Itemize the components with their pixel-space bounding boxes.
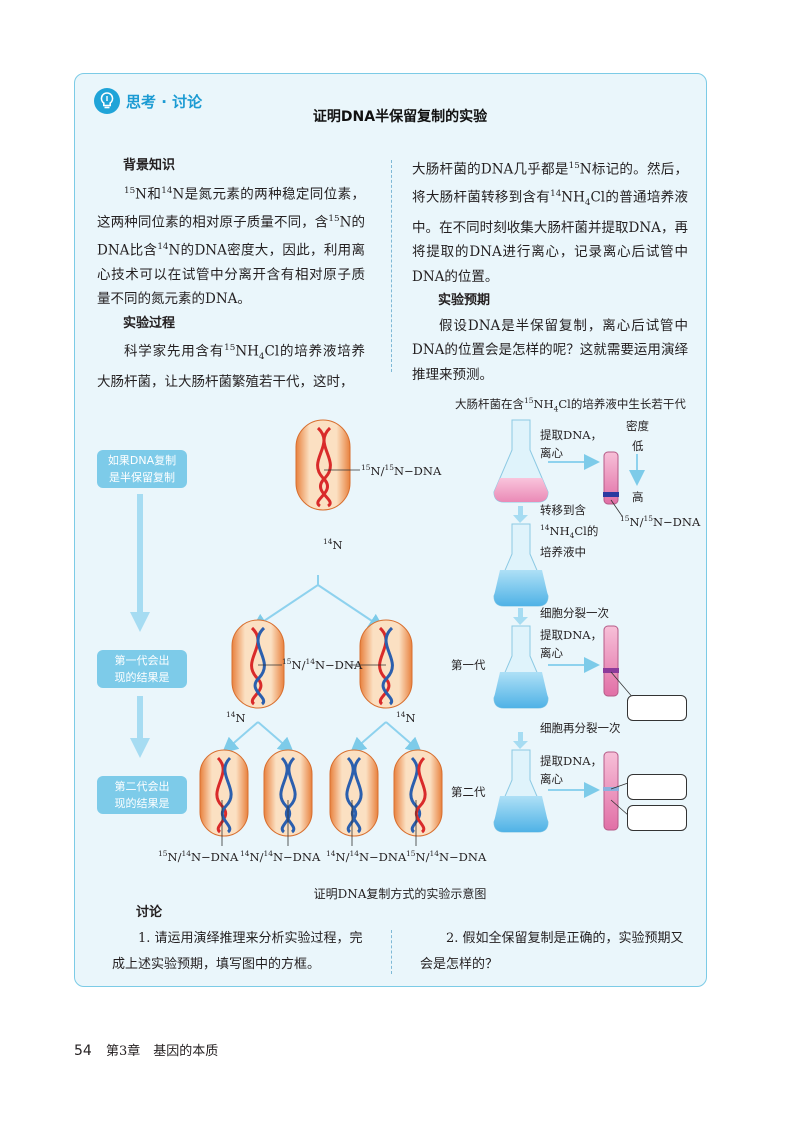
process-text: 科学家先用含有15NH4Cl的培养液培养大肠杆菌，让大肠杆菌繁殖若干代，这时， — [97, 343, 366, 390]
gen2-label: 第二代 — [451, 785, 486, 799]
section-label: 思考 · 讨论 — [126, 92, 203, 111]
gen1-answer-box[interactable] — [627, 695, 687, 721]
gen2-answer-box-top[interactable] — [627, 774, 687, 800]
gen1-result-box: 第一代会出 现的结果是 — [97, 650, 187, 688]
n14-label-left: 14N — [226, 710, 246, 725]
gen1-label: 第一代 — [451, 658, 486, 672]
branch-arrows-gen1 — [251, 575, 385, 630]
divide-once-label: 细胞分裂一次 — [540, 606, 609, 620]
density-low-label: 低 — [632, 439, 644, 453]
background-heading: 背景知识 — [123, 158, 176, 173]
gen2-dna-label-2: 14N/14N−DNA — [240, 849, 321, 864]
flask-pink — [493, 419, 549, 503]
flask-blue-gen1 — [493, 625, 549, 709]
left-column: 背景知识 15N和14N是氮元素的两种稳定同位素，这两种同位素的相对原子质量不同… — [97, 154, 365, 394]
branch-arrows-gen2 — [221, 721, 423, 754]
discussion-panel — [74, 73, 707, 987]
hybrid-dna-label: 15N/14N−DNA — [282, 657, 363, 672]
gen2-dna-label-1: 15N/14N−DNA — [158, 849, 239, 864]
process-heading: 实验过程 — [123, 315, 176, 331]
gen1-bacteria — [231, 619, 413, 709]
figure-top-label: 大肠杆菌在含15NH4Cl的培养液中生长若干代 — [455, 396, 686, 414]
density-high-label: 高 — [632, 490, 644, 504]
extract-label-2: 提取DNA， 离心 — [540, 628, 603, 660]
parent-dna-label: 15N/15N−DNA — [361, 463, 442, 478]
test-tube-gen1 — [603, 625, 641, 707]
gen2-result-box: 第二代会出 现的结果是 — [97, 776, 187, 814]
discussion-divider — [391, 930, 392, 974]
chapter-label: 第3章 基因的本质 — [105, 1044, 219, 1059]
flask-arrows — [513, 506, 528, 749]
divide-again-label: 细胞再分裂一次 — [540, 721, 621, 735]
test-tube-gen2 — [603, 751, 629, 831]
flask-blue-gen2 — [493, 749, 549, 833]
discussion-q1: 1. 请运用演绎推理来分析实验过程，完成上述实验预期，填写图中的方框。 — [112, 931, 363, 972]
gen2-bacteria — [199, 749, 443, 846]
extract-label-3: 提取DNA， 离心 — [540, 754, 603, 786]
tube-parent-label: 15N/15N−DNA — [620, 514, 701, 529]
prediction-text: 假设DNA是半保留复制，离心后试管中DNA的位置会是怎样的呢？这就需要运用演绎推… — [412, 317, 688, 383]
density-label: 密度 — [626, 419, 649, 433]
background-text: 15N和14N是氮元素的两种稳定同位素，这两种同位素的相对原子质量不同，含15N… — [97, 185, 366, 308]
process-continued-text: 大肠杆菌的DNA几乎都是15N标记的。然后，将大肠杆菌转移到含有14NH4Cl的… — [412, 161, 689, 285]
page-number: 54 — [74, 1043, 92, 1059]
gen2-dna-label-3: 14N/14N−DNA — [326, 849, 407, 864]
panel-header: 思考 · 讨论 — [94, 87, 202, 115]
gen2-dna-label-4: 15N/14N−DNA — [406, 849, 487, 864]
prediction-heading: 实验预期 — [438, 293, 491, 309]
parent-bacterium — [295, 419, 360, 511]
extract-arrows — [548, 454, 600, 798]
test-tube-parent — [603, 451, 623, 517]
n14-label-right: 14N — [396, 710, 416, 725]
right-column: 大肠杆菌的DNA几乎都是15N标记的。然后，将大肠杆菌转移到含有14NH4Cl的… — [412, 154, 688, 387]
flask-blue-transfer — [493, 523, 549, 607]
lightbulb-icon — [94, 88, 120, 114]
page-footer: 54 第3章 基因的本质 — [74, 1040, 218, 1059]
flow-arrows-left — [130, 494, 150, 758]
n14-label-top: 14N — [323, 537, 343, 552]
extract-label-1: 提取DNA， 离心 — [540, 428, 603, 460]
discussion-heading: 讨论 — [136, 905, 163, 920]
semi-conservative-box: 如果DNA复制 是半保留复制 — [97, 450, 187, 488]
discussion-q2: 2. 假如全保留复制是正确的，实验预期又会是怎样的？ — [420, 931, 684, 972]
gen2-answer-box-bottom[interactable] — [627, 805, 687, 831]
column-divider — [391, 160, 392, 372]
figure-caption: 证明DNA复制方式的实验示意图 — [313, 887, 487, 901]
page-title: 证明DNA半保留复制的实验 — [312, 109, 488, 125]
